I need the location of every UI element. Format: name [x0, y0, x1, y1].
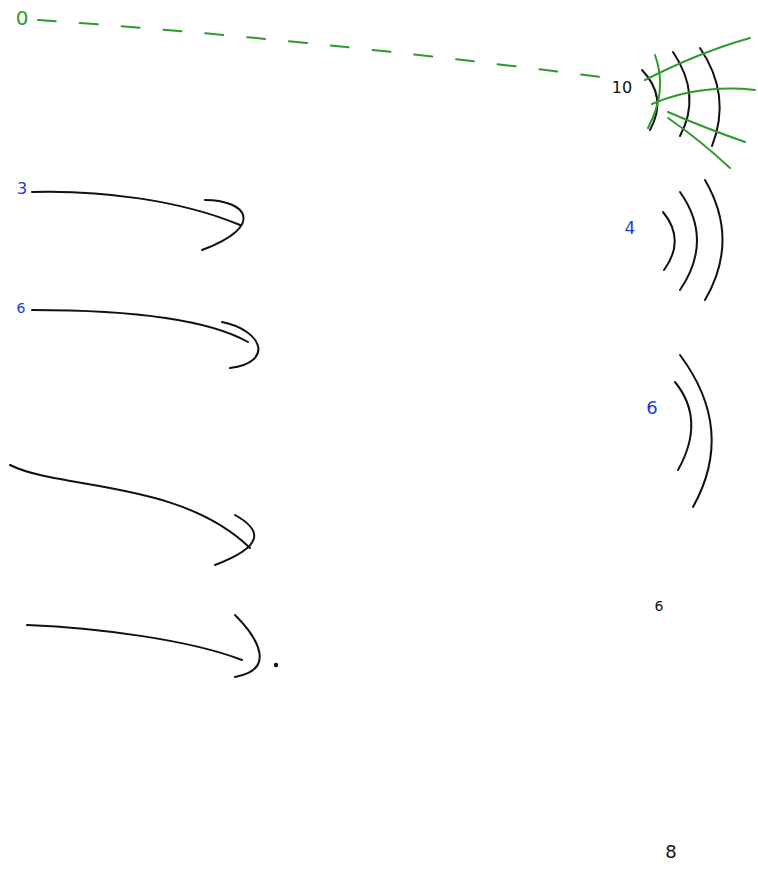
green-wave	[645, 38, 750, 80]
callout-number: 6	[646, 399, 657, 417]
hook-stroke	[27, 615, 260, 677]
wave-arc	[642, 70, 657, 130]
callout-number: 6	[655, 599, 664, 613]
hook-stroke	[10, 465, 254, 565]
wave-arc	[705, 180, 723, 300]
wave-arc	[663, 212, 675, 270]
callout-number: 3	[17, 181, 27, 197]
hook-stroke	[32, 192, 244, 250]
callout-number: 10	[612, 80, 632, 96]
wave-arc	[680, 355, 712, 507]
hook-stroke	[32, 310, 258, 368]
callout-number: 0	[16, 8, 29, 28]
wave-arc	[680, 192, 697, 290]
dashed-line	[38, 20, 608, 78]
green-wave	[668, 118, 730, 168]
dot	[275, 664, 277, 666]
callout-number: 8	[665, 843, 676, 861]
wave-arc	[675, 382, 691, 470]
callout-number: 4	[625, 220, 636, 237]
callout-number: 6	[17, 301, 26, 315]
green-wave	[652, 89, 755, 104]
green-wave	[648, 55, 660, 128]
